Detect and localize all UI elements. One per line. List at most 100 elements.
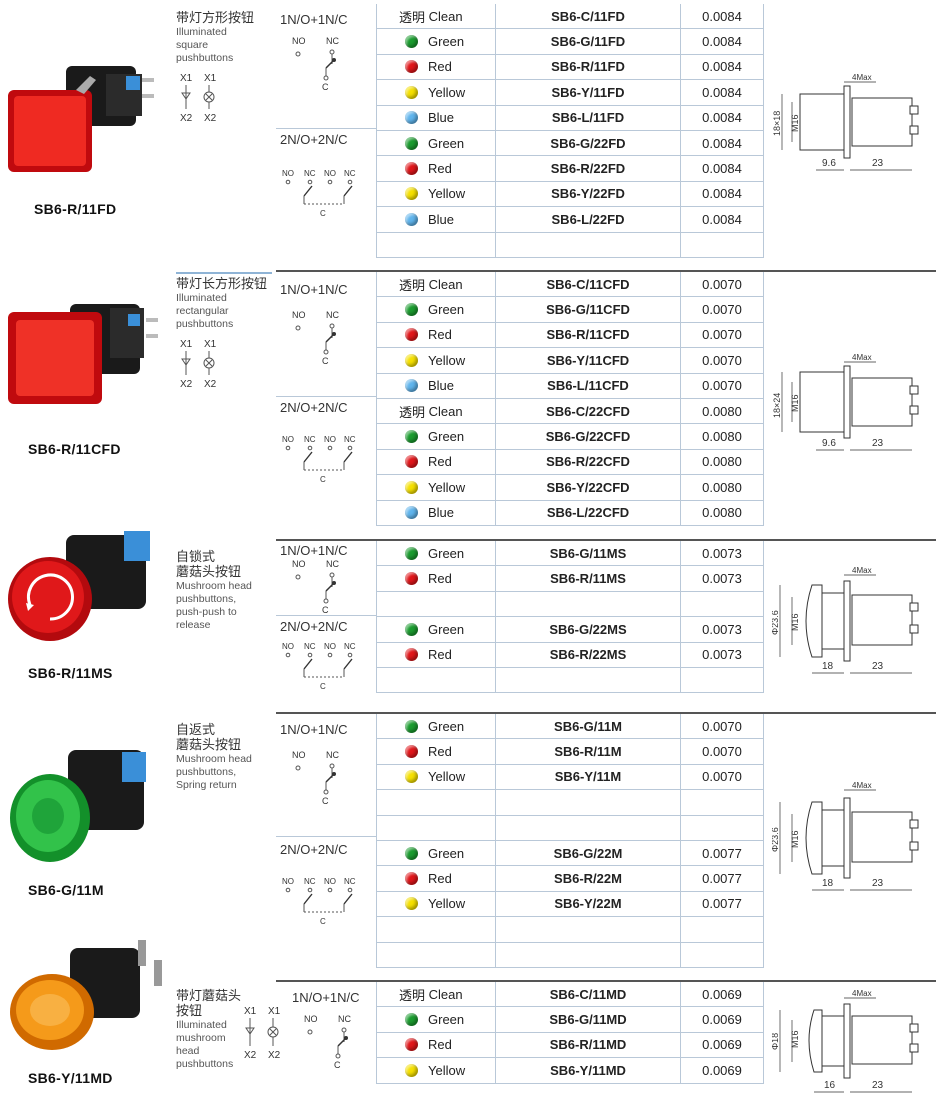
model-cell: SB6-Y/11M <box>495 764 681 791</box>
model-cell: SB6-R/11M <box>495 738 681 765</box>
red-indicator-icon <box>405 572 418 586</box>
product-model: SB6-R/11MS <box>28 665 113 681</box>
model-cell <box>495 789 681 816</box>
color-cell: Yellow <box>376 474 496 501</box>
svg-text:C: C <box>322 796 329 806</box>
color-cell: Green <box>376 423 496 450</box>
svg-text:23: 23 <box>872 158 884 169</box>
color-cell: 透明 Clean <box>376 398 496 425</box>
section-divider <box>276 980 936 982</box>
color-cell <box>376 591 496 618</box>
square-red-pushbutton-image <box>8 66 154 172</box>
color-cell <box>376 667 496 694</box>
blue-indicator-icon <box>405 506 418 520</box>
svg-text:X1: X1 <box>180 73 193 84</box>
price-cell <box>680 667 764 694</box>
model-cell: SB6-G/11MD <box>495 1006 681 1033</box>
color-cell: Green <box>376 28 496 55</box>
svg-text:X2: X2 <box>180 113 193 124</box>
svg-text:23: 23 <box>872 1080 884 1091</box>
model-cell: SB6-Y/22M <box>495 891 681 918</box>
model-cell <box>495 232 681 258</box>
green-indicator-icon <box>405 546 418 560</box>
red-indicator-icon <box>405 162 418 176</box>
red-indicator-icon <box>405 872 418 886</box>
model-cell: SB6-G/11CFD <box>495 296 681 323</box>
svg-text:NC: NC <box>326 36 339 46</box>
lamp-wiring-diagram: X1 X1 X2 X2 <box>180 73 217 124</box>
1no-1nc-circuit-diagram: NO NC C <box>292 559 339 615</box>
svg-text:Φ23.6: Φ23.6 <box>772 610 780 635</box>
circuit-label: 1N/O+1N/C <box>292 990 360 1005</box>
color-cell: Red <box>376 738 496 765</box>
model-cell: SB6-C/11CFD <box>495 272 681 298</box>
model-cell: SB6-R/11MD <box>495 1032 681 1059</box>
green-indicator-icon <box>405 430 418 444</box>
1no-1nc-circuit-diagram: NO NC C <box>292 750 339 806</box>
price-cell <box>680 916 764 943</box>
model-cell: SB6-G/22MS <box>495 616 681 643</box>
color-cell <box>376 942 496 968</box>
circuit-label: 1N/O+1N/C <box>280 543 348 558</box>
price-cell <box>680 942 764 968</box>
svg-text:NO: NO <box>282 642 294 651</box>
dimension-drawing: 4Max 18×18 M16 9.6 23 <box>772 73 919 171</box>
model-cell: SB6-Y/22CFD <box>495 474 681 501</box>
svg-text:X1: X1 <box>244 1006 257 1017</box>
table-row <box>376 667 764 694</box>
svg-text:4Max: 4Max <box>852 989 872 998</box>
svg-text:M16: M16 <box>790 1030 800 1048</box>
price-cell: 0.0070 <box>680 322 764 349</box>
price-cell: 0.0070 <box>680 373 764 399</box>
product-model: SB6-R/11FD <box>34 201 117 217</box>
svg-text:4Max: 4Max <box>852 781 872 790</box>
svg-text:NO: NO <box>324 642 336 651</box>
svg-text:M16: M16 <box>790 613 800 631</box>
red-indicator-icon <box>405 1038 418 1052</box>
dimension-drawing: 4Max Φ23.6 M16 18 23 <box>772 566 919 674</box>
color-cell: Red <box>376 642 496 668</box>
model-cell: SB6-G/22M <box>495 840 681 867</box>
svg-text:X2: X2 <box>268 1050 281 1061</box>
svg-text:23: 23 <box>872 878 884 889</box>
blue-indicator-icon <box>405 379 418 393</box>
table-row <box>376 916 764 943</box>
yellow-indicator-icon <box>405 770 418 784</box>
svg-text:X2: X2 <box>204 379 217 390</box>
rectangular-red-pushbutton-image <box>8 304 158 404</box>
color-cell: Red <box>376 865 496 892</box>
svg-text:NC: NC <box>344 642 356 651</box>
color-cell: Blue <box>376 105 496 131</box>
model-cell <box>495 942 681 968</box>
price-cell: 0.0073 <box>680 565 764 592</box>
svg-text:23: 23 <box>872 661 884 672</box>
svg-text:9.6: 9.6 <box>822 438 836 449</box>
yellow-indicator-icon <box>405 187 418 201</box>
spec-table: 透明 Clean SB6-C/11CFD 0.0070 Green SB6-G/11C… <box>376 272 764 526</box>
color-cell: Yellow <box>376 764 496 791</box>
color-cell: Yellow <box>376 891 496 918</box>
color-cell: Yellow <box>376 1057 496 1084</box>
svg-text:NO: NO <box>304 1014 318 1024</box>
svg-text:X1: X1 <box>204 339 217 350</box>
svg-text:C: C <box>320 209 326 218</box>
model-cell <box>495 591 681 618</box>
table-row <box>376 789 764 816</box>
price-cell: 0.0070 <box>680 738 764 765</box>
